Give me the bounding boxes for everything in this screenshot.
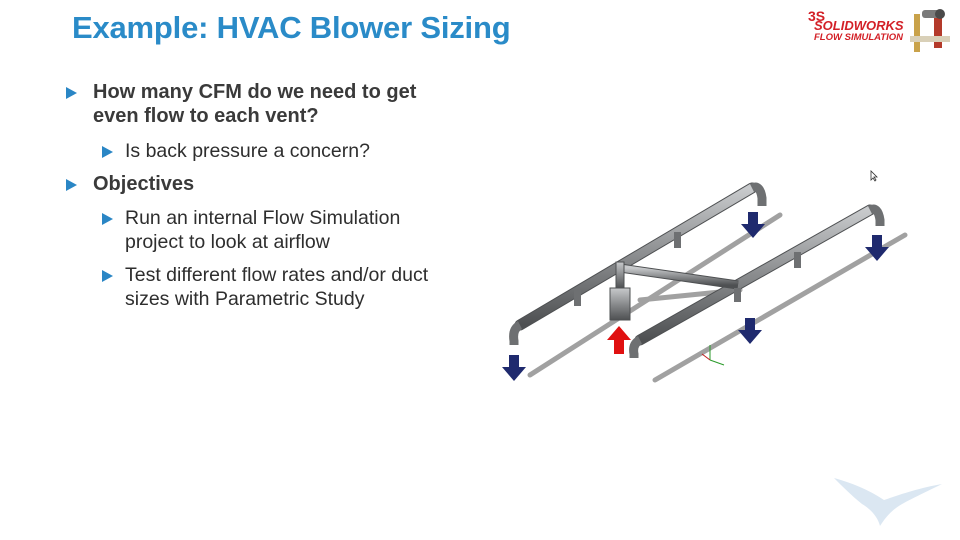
bullet-2-sub-1-line1: Run an internal Flow Simulation [125,207,401,229]
bullet-triangle-icon [66,179,77,191]
sub-bullet-triangle-icon [102,270,113,282]
slide-title: Example: HVAC Blower Sizing [72,10,511,45]
axis-triad-icon [701,345,725,366]
flow-pipe-figure-icon [910,9,950,52]
down-arrow-icon [502,355,526,381]
down-arrow-icon [738,318,762,344]
bullet-2-line1: Objectives [93,173,195,195]
down-arrow-icon [865,235,889,261]
bullet-2-sub-2-line1: Test different flow rates and/or duct [125,264,429,286]
hvac-duct-diagram [502,182,908,383]
mouse-cursor-icon [870,170,878,182]
solidworks-flow-simulation-logo: 3S SOLIDWORKS FLOW SIMULATION [806,6,952,54]
bullet-1-sub-1-line1: Is back pressure a concern? [125,140,370,162]
logo-line1: SOLIDWORKS [814,18,904,33]
logo-text: SOLIDWORKS FLOW SIMULATION [814,18,904,44]
eagle-watermark-icon [834,478,942,526]
sub-bullet-triangle-icon [102,213,113,225]
vent-stubs [574,232,801,306]
right-duct [629,204,885,358]
bullet-2-sub-1-line2: project to look at airflow [125,231,330,253]
bullet-2-sub-2-line2: sizes with Parametric Study [125,288,365,310]
blower-plenum [609,261,631,321]
logo-line2: FLOW SIMULATION [814,32,904,43]
left-duct [509,182,767,345]
sub-bullet-triangle-icon [102,146,113,158]
bullet-1-line1: How many CFM do we need to get [93,81,417,103]
inlet-arrow [607,326,631,354]
3ds-logo-icon: 3S [808,8,826,24]
up-arrow-icon [607,326,631,354]
outlet-arrows [502,212,889,381]
bullet-triangle-icon [66,87,77,99]
down-arrow-icon [741,212,765,238]
bullet-1-line2: even flow to each vent? [93,105,319,127]
cross-ducts [619,263,739,290]
